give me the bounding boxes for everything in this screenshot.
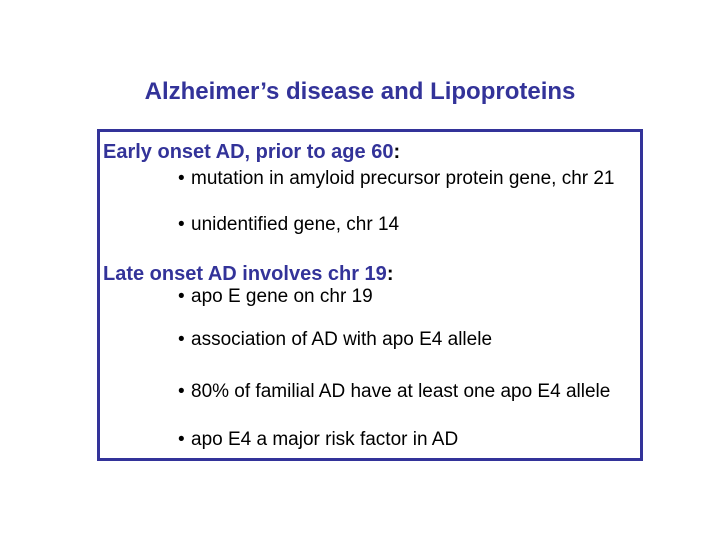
bullet-text: mutation in amyloid precursor protein ge… [191,168,615,189]
heading-colon: : [393,141,401,163]
heading-late-onset-ad: Late onset AD involves chr 19: [103,262,393,286]
bullet-mutation-app-gene: • mutation in amyloid precursor protein g… [178,167,615,191]
heading-colon: : [386,263,394,285]
bullet-icon: • [178,286,185,307]
bullet-icon: • [178,329,185,350]
slide-title: Alzheimer’s disease and Lipoproteins [144,78,576,105]
bullet-icon: • [178,429,185,450]
bullet-unidentified-gene: • unidentified gene, chr 14 [178,213,399,237]
bullet-text: unidentified gene, chr 14 [191,214,400,235]
bullet-icon: • [178,381,185,402]
bullet-icon: • [178,214,185,235]
bullet-text: apo E4 a major risk factor in AD [191,429,459,450]
content-box: Early onset AD, prior to age 60: • mutati… [97,129,643,461]
bullet-text: association of AD with apo E4 allele [191,329,493,350]
bullet-association-apo-e4: • association of AD with apo E4 allele [178,328,492,352]
bullet-apo-e-gene: • apo E gene on chr 19 [178,285,373,309]
bullet-text: apo E gene on chr 19 [191,286,373,307]
bullet-apo-e4-risk-factor: • apo E4 a major risk factor in AD [178,428,458,452]
heading-text: Late onset AD involves chr 19 [103,263,387,285]
bullet-icon: • [178,168,185,189]
bullet-familial-ad-apo-e4: • 80% of familial AD have at least one ap… [178,380,610,404]
heading-text: Early onset AD, prior to age 60 [103,141,394,163]
bullet-text: 80% of familial AD have at least one apo… [191,381,611,402]
heading-early-onset-ad: Early onset AD, prior to age 60: [103,140,400,164]
